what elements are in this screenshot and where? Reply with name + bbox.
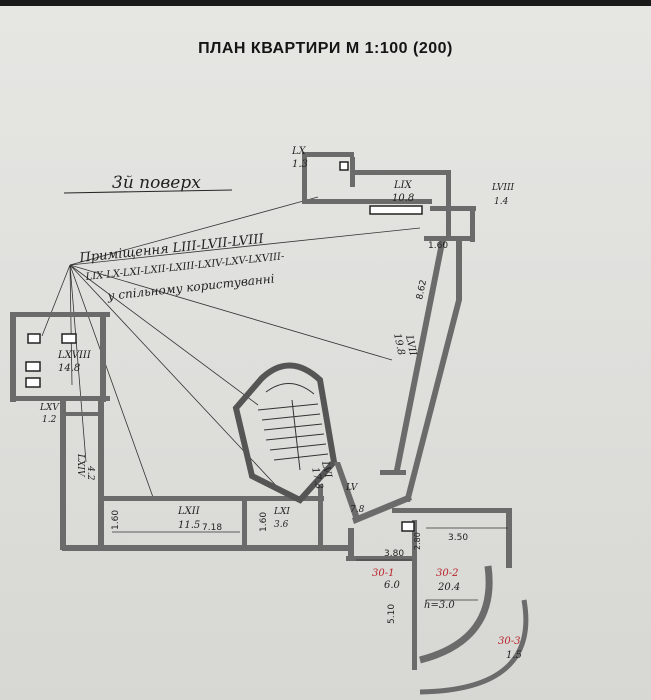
dim-7-18: 7.18	[202, 523, 222, 533]
room-area-lviii: 1.4	[494, 197, 509, 207]
room-area-lxi: 3.6	[274, 520, 289, 530]
room-labels: LX 1.3 LIX 10.8 LVIII 1.4 LVII 19.8 LXVI…	[39, 146, 515, 531]
room-id-lxiv: LXIV	[75, 453, 85, 478]
floor-underline	[63, 189, 233, 194]
floor-note: 3й поверх	[112, 173, 201, 193]
dimension-labels: 1.60 8.62 1.60 7.18 1.60 3.50 3.80 2.80 …	[111, 241, 468, 624]
room-area-lxviii: 14.8	[58, 363, 80, 374]
dimension-lines	[112, 527, 508, 601]
apartment-id-30-3: 30-3	[498, 636, 520, 647]
apartment-labels: 30-1 6.0 30-2 20.4 30-3 1.5	[372, 568, 522, 661]
dim-1-60-left: 1.60	[111, 510, 121, 530]
dim-1-60-mid: 1.60	[259, 512, 269, 532]
dim-3-50: 3.50	[448, 533, 468, 543]
room-area-lxv: 1.2	[42, 415, 57, 425]
room-area-lx: 1.3	[292, 159, 308, 170]
room-area-lix: 10.8	[392, 193, 414, 204]
room-id-lxii: LXII	[177, 506, 201, 517]
floor-plan-drawing: 3й поверх Приміщення LIII-LVII-LVIII LIX…	[10, 146, 529, 695]
apartment-area-30-1: 6.0	[384, 580, 401, 591]
room-id-lv: LV	[345, 483, 359, 493]
room-id-lvi: LVI	[319, 459, 334, 480]
dim-5-10: 5.10	[387, 604, 397, 624]
room-id-lix: LIX	[393, 180, 413, 191]
dim-3-80: 3.80	[384, 549, 404, 559]
room-area-lvii: 19.8	[391, 332, 406, 356]
plan-sheet: ПЛАН КВАРТИРИ М 1:100 (200)	[0, 6, 651, 700]
apartment-id-30-2: 30-2	[436, 568, 458, 579]
room-area-lvi: 17.3	[309, 466, 324, 490]
dim-8-62: 8.62	[415, 279, 429, 301]
dim-1-60-top: 1.60	[428, 241, 448, 251]
walls	[10, 152, 529, 695]
height-label: h=3.0	[424, 600, 455, 611]
apartment-area-30-2: 20.4	[437, 582, 460, 593]
room-id-lx: LX	[291, 146, 307, 157]
room-id-lxv: LXV	[39, 403, 60, 413]
room-id-lxviii: LXVIII	[57, 350, 92, 361]
room-area-lxii: 11.5	[178, 520, 200, 531]
stair-treads	[257, 383, 329, 471]
fixture-icons	[25, 161, 423, 532]
room-id-lviii: LVIII	[491, 183, 515, 193]
room-id-lvii: LVII	[403, 333, 418, 357]
room-area-lxiv: 4.2	[85, 465, 95, 481]
apartment-area-30-3: 1.5	[506, 650, 522, 661]
page-title: ПЛАН КВАРТИРИ М 1:100 (200)	[198, 40, 453, 57]
room-id-lxi: LXI	[273, 507, 290, 517]
apartment-id-30-1: 30-1	[372, 568, 394, 579]
dim-2-80: 2.80	[413, 532, 422, 550]
room-area-lv: 7.8	[350, 505, 365, 515]
